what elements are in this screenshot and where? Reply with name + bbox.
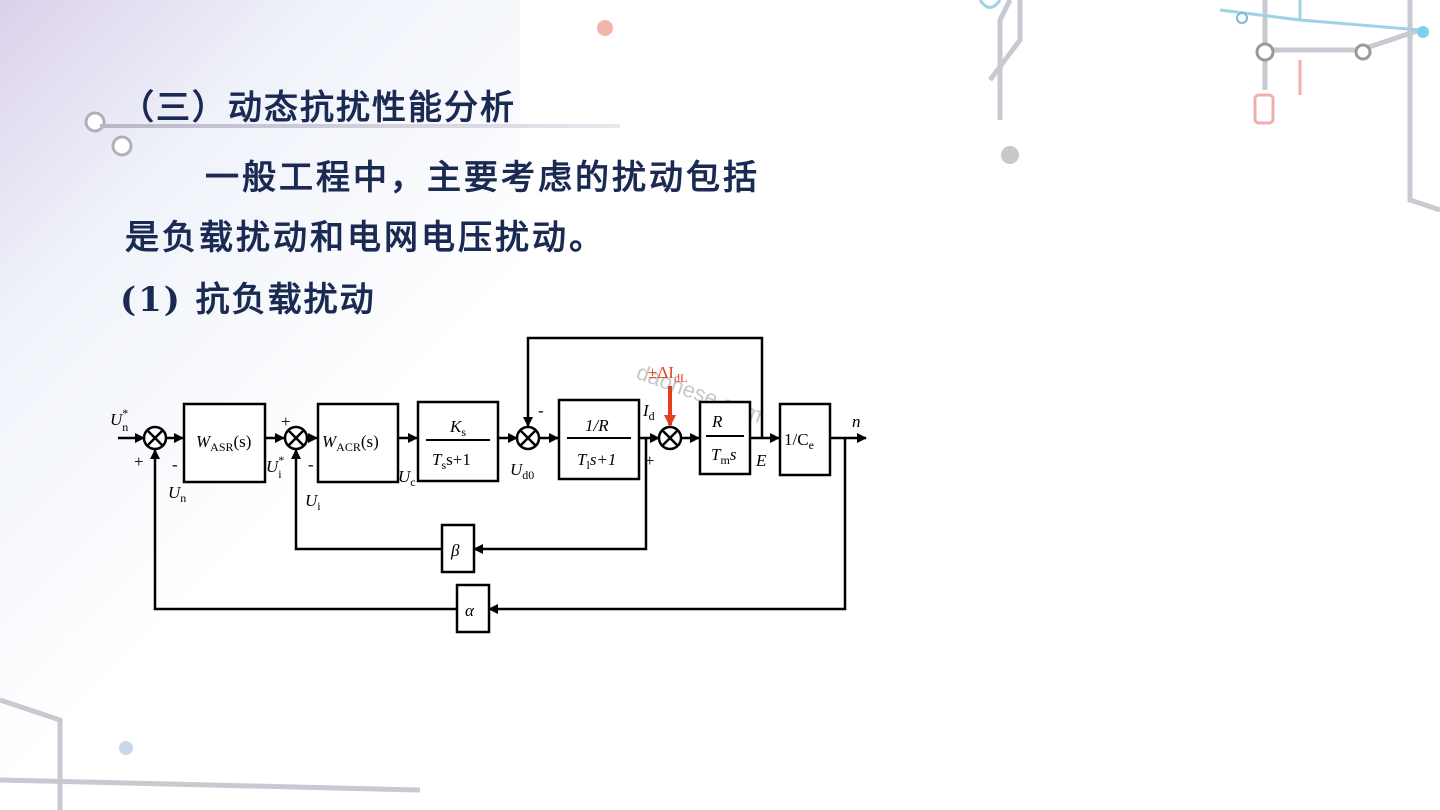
armature-denominator: Tls+1 [577, 450, 616, 472]
beta-out-line [291, 449, 442, 551]
current-feedback-line [473, 438, 648, 554]
sign-plus-load: + [645, 451, 655, 470]
acr-label: WACR(s) [322, 432, 379, 454]
armature-current-label: Id [642, 401, 655, 423]
speed-feedback-line [488, 438, 847, 614]
paragraph-line-2: 是负载扰动和电网电压扰动。 [125, 218, 606, 258]
acr-block [316, 402, 400, 484]
converter-denominator: Tss+1 [432, 450, 471, 472]
alpha-label: α [465, 601, 475, 620]
current-feedback-label: Ui [305, 491, 321, 513]
subheading: (1) 抗负载扰动 [120, 280, 376, 320]
asr-label: WASR(s) [196, 432, 251, 454]
sign-plus-speed: + [134, 452, 144, 471]
beta-label: β [450, 541, 460, 560]
sum-junction-load [657, 425, 683, 451]
paragraph-line-1: 一般工程中，主要考虑的扰动包括 [205, 158, 760, 198]
output-signal-label: n [852, 412, 861, 431]
speed-feedback-label: Un [168, 483, 186, 505]
converter-numerator: Ks [449, 417, 466, 439]
mech-denominator: Tms [711, 445, 737, 467]
heading-divider [100, 124, 620, 128]
sign-plus-current: + [281, 412, 291, 431]
back-emf-label: E [755, 451, 767, 470]
disturbance-label: ±ΔIdL [648, 363, 687, 385]
armature-voltage-label: Ud0 [510, 460, 534, 482]
alpha-out-line [150, 449, 457, 611]
sum-junctions [142, 425, 683, 451]
armature-block [557, 398, 641, 481]
sum-junction-speed [142, 425, 168, 451]
armature-numerator: 1/R [585, 416, 609, 435]
input-signal-label: U*n [110, 406, 128, 434]
sign-minus-current: - [308, 455, 314, 474]
sum-junction-current [283, 425, 309, 451]
sum-junction-voltage [515, 425, 541, 451]
control-voltage-label: Uc [398, 467, 416, 489]
alpha-block [455, 583, 491, 634]
page-heading: （三）动态抗扰性能分析 [120, 88, 516, 128]
sign-minus-speed: - [172, 455, 178, 474]
converter-block [416, 400, 500, 483]
emf-label: 1/Ce [784, 430, 814, 452]
current-reference-label: U*i [266, 453, 284, 481]
emf-feedback-line [523, 336, 764, 438]
asr-block [182, 402, 267, 484]
mechanical-block [698, 400, 752, 476]
beta-block [440, 523, 476, 574]
mech-numerator: R [711, 412, 723, 431]
emf-block [778, 402, 832, 477]
sign-minus-voltage: - [538, 401, 544, 420]
